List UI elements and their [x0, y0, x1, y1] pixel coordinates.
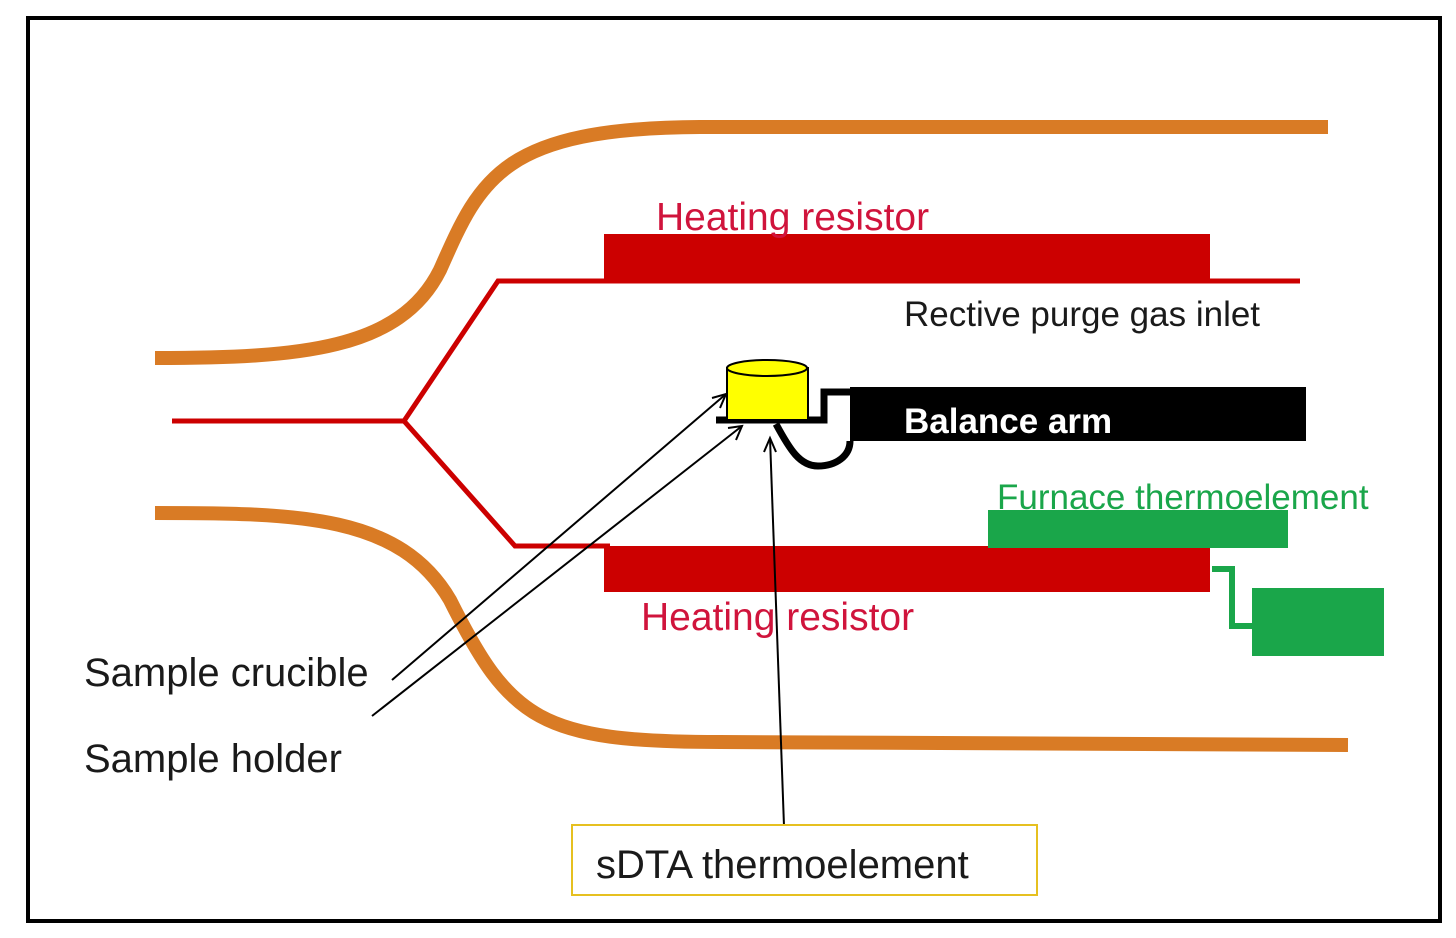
- label-heating-resistor-top: Heating resistor: [656, 196, 929, 239]
- heating-resistor-bottom: [604, 546, 1210, 592]
- label-balance-arm: Balance arm: [904, 402, 1112, 441]
- pointer-sdta-thermoelement: [769, 437, 785, 827]
- pointer-lines: [371, 392, 785, 827]
- arrowhead-sdta-thermoelement: [763, 435, 777, 453]
- furnace-wall-top: [154, 120, 1328, 365]
- label-furnace-thermoelement: Furnace thermoelement: [997, 478, 1369, 517]
- sdta-label-box: [571, 824, 1038, 896]
- sample-crucible-body: [726, 367, 809, 421]
- pointer-sample-crucible: [391, 393, 727, 681]
- diagram-frame: [26, 16, 1442, 923]
- label-purge-gas-inlet: Rective purge gas inlet: [904, 295, 1260, 334]
- label-sample-holder: Sample holder: [84, 737, 342, 781]
- arrowhead-sample-crucible: [711, 392, 728, 409]
- label-sample-crucible: Sample crucible: [84, 651, 369, 695]
- label-sdta-thermoelement: sDTA thermoelement: [596, 843, 969, 887]
- furnace-thermoelement-bar: [988, 510, 1288, 548]
- furnace-wall-bottom: [154, 506, 1349, 752]
- balance-arm: [850, 387, 1306, 441]
- pointer-sample-holder: [371, 425, 743, 717]
- heating-resistor-top: [604, 234, 1210, 280]
- label-heating-resistor-bottom: Heating resistor: [641, 596, 914, 639]
- purge-gas-tube: [172, 278, 1300, 549]
- arrowhead-sample-holder: [727, 424, 744, 441]
- furnace-thermoelement-block: [1252, 588, 1384, 656]
- sample-crucible-rim: [726, 359, 808, 377]
- furnace-thermoelement-wire: [1212, 566, 1254, 629]
